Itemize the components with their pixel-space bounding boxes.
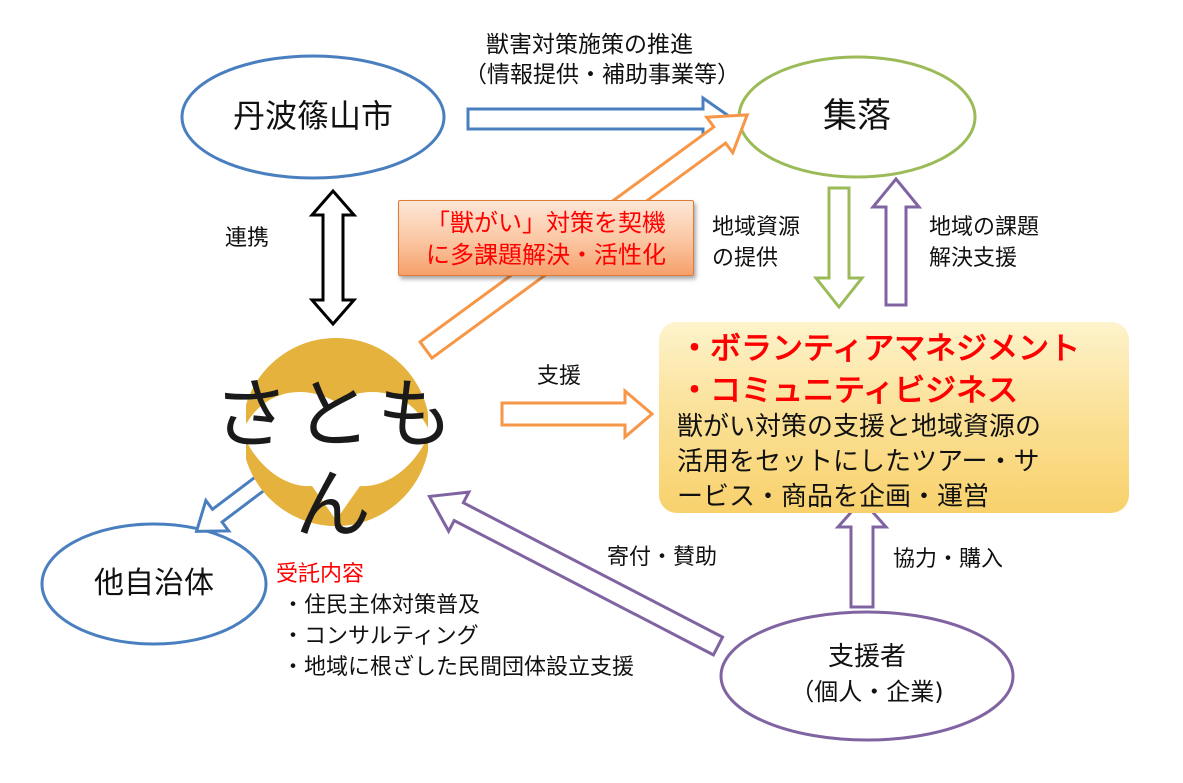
resources-label-line1: 地域資源 [712,215,801,240]
village-label: 集落 [823,96,891,136]
donation-label: 寄付・賛助 [607,545,718,570]
issues-label-line1: 地域の課題 [929,215,1040,240]
supporters-ellipse [719,610,1015,742]
city-label: 丹波篠山市 [232,97,393,135]
policy-label-line2: （情報提供・補助事業等） [464,62,740,88]
link-label: 連携 [225,226,270,251]
activity-body-line2: 活用をセットにしたツアー・サ [677,447,1040,477]
activities-box: ・ボランティアマネジメント ・コミュニティビジネス 獣がい対策の支援と地域資源の… [659,322,1129,513]
supporters-label: 支援者 [827,642,906,672]
activity-body-line3: ービス・商品を企画・運営 [677,482,990,512]
issues-label-line2: 解決支援 [929,246,1018,271]
arrow-city-logo-link [308,188,358,327]
logo-text: さともん [213,370,459,549]
city-ellipse [180,54,446,180]
support-label: 支援 [537,364,582,389]
callout-box: 「獣がい」対策を契機 に多課題解決・活性化 [398,200,694,276]
cooperation-label: 協力・購入 [893,547,1004,572]
arrow-cooperation [834,497,890,609]
resources-label-line2: の提供 [712,246,779,271]
arrow-logo-to-municipalities [194,473,269,533]
arrow-village-resources [812,186,866,310]
arrow-donation [427,490,725,657]
activity-headline-community: ・コミュニティビジネス [679,373,1019,409]
other-municipalities-ellipse [40,522,268,646]
callout-line1: 「獣がい」対策を契機 [426,209,666,237]
arrow-city-to-village [466,95,736,143]
satomon-logo [242,338,430,526]
contract-item: ・住民主体対策普及 [282,593,481,618]
supporters-sublabel: （個人・企業) [790,678,944,706]
other-municipalities-label: 他自治体 [94,566,214,601]
callout-line2: に多課題解決・活性化 [426,241,666,269]
contract-heading: 受託内容 [276,562,365,587]
arrow-village-issues [869,176,923,307]
activity-headline-volunteer: ・ボランティアマネジメント [679,331,1081,367]
contract-list: 受託内容 ・住民主体対策普及 ・コンサルティング ・地域に根ざした民間団体設立支… [276,560,634,683]
contract-item: ・地域に根ざした民間団体設立支援 [282,655,635,680]
activity-body-line1: 獣がい対策の支援と地域資源の [677,412,1042,442]
arrow-logo-support [500,387,655,441]
policy-label-line1: 獣害対策施策の推進 [486,32,693,58]
contract-item: ・コンサルティング [282,624,479,649]
